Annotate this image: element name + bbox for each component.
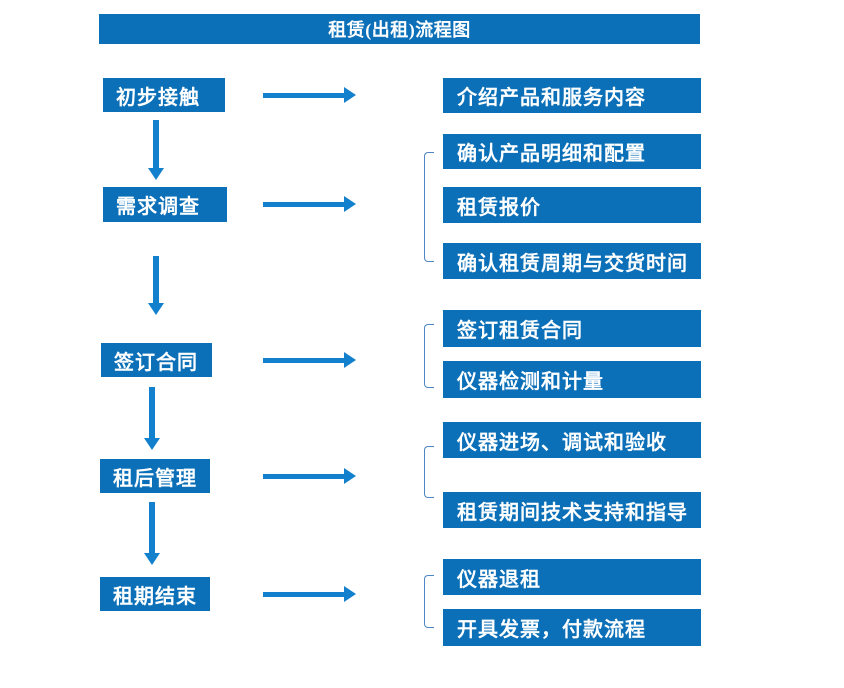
detail-box-technical-support: 租赁期间技术支持和指导	[443, 492, 701, 528]
step-box-demand-survey: 需求调查	[103, 187, 227, 222]
detail-box-instrument-return: 仪器退租	[443, 559, 701, 595]
group-bracket-icon	[424, 324, 434, 388]
detail-box-instrument-setup: 仪器进场、调试和验收	[443, 422, 701, 458]
right-arrow-icon	[263, 352, 356, 368]
detail-box-sign-rental-contract: 签订租赁合同	[443, 310, 701, 347]
group-bracket-icon	[424, 446, 434, 498]
detail-box-confirm-period-delivery: 确认租赁周期与交货时间	[443, 243, 701, 279]
down-arrow-icon	[144, 387, 160, 450]
step-box-initial-contact: 初步接触	[103, 78, 225, 112]
down-arrow-icon	[148, 256, 164, 315]
down-arrow-icon	[144, 502, 160, 565]
detail-label: 确认租赁周期与交货时间	[457, 252, 688, 275]
step-box-sign-contract: 签订合同	[101, 343, 212, 377]
detail-label: 介绍产品和服务内容	[457, 87, 646, 109]
detail-label: 仪器进场、调试和验收	[457, 431, 667, 454]
step-label: 签订合同	[114, 351, 198, 374]
detail-box-confirm-product-config: 确认产品明细和配置	[443, 134, 701, 169]
detail-box-rental-quote: 租赁报价	[443, 187, 701, 223]
right-arrow-icon	[263, 87, 356, 103]
detail-box-instrument-testing: 仪器检测和计量	[443, 361, 701, 398]
detail-label: 租赁期间技术支持和指导	[457, 501, 688, 524]
detail-box-introduce-products: 介绍产品和服务内容	[443, 78, 701, 113]
step-label: 需求调查	[116, 196, 200, 218]
flowchart-title-text: 租赁(出租)流程图	[328, 20, 471, 40]
step-box-post-rental-management: 租后管理	[100, 459, 210, 493]
detail-label: 租赁报价	[457, 196, 541, 219]
right-arrow-icon	[263, 196, 356, 212]
down-arrow-icon	[148, 120, 164, 180]
group-bracket-icon	[424, 575, 434, 628]
step-box-rental-end: 租期结束	[100, 577, 210, 611]
detail-label: 仪器检测和计量	[457, 371, 604, 393]
right-arrow-icon	[263, 468, 356, 484]
step-label: 租后管理	[113, 467, 197, 490]
detail-label: 确认产品明细和配置	[457, 143, 646, 165]
step-label: 租期结束	[113, 585, 197, 608]
detail-box-invoice-payment: 开具发票，付款流程	[443, 609, 701, 646]
flowchart-title: 租赁(出租)流程图	[99, 14, 700, 44]
detail-label: 签订租赁合同	[457, 320, 583, 342]
detail-label: 仪器退租	[457, 568, 541, 591]
right-arrow-icon	[263, 586, 356, 602]
detail-label: 开具发票，付款流程	[457, 619, 646, 641]
step-label: 初步接触	[116, 86, 200, 109]
group-bracket-icon	[424, 152, 434, 262]
